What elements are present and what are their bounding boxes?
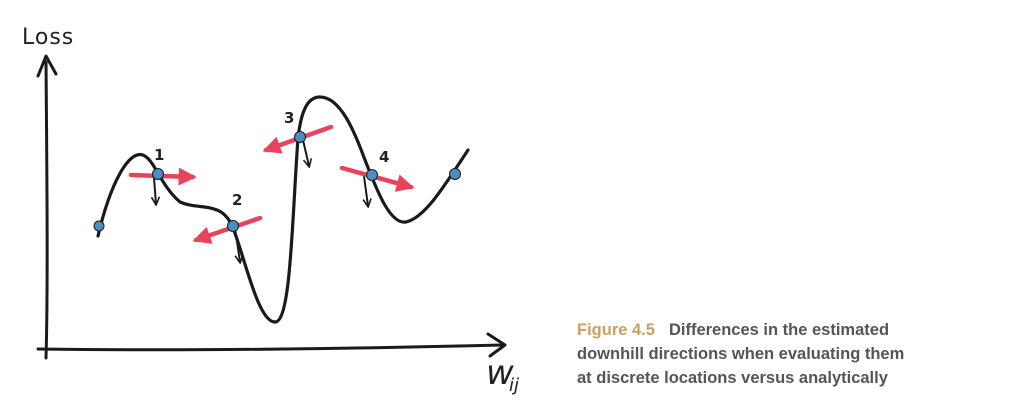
evaluation-points bbox=[93, 131, 461, 232]
gradient-arrows bbox=[154, 139, 368, 262]
start-point bbox=[93, 220, 105, 232]
y-axis bbox=[44, 60, 49, 360]
gradient-arrow-3 bbox=[302, 139, 309, 166]
gradient-arrow-2 bbox=[234, 227, 240, 262]
gradient-arrow-1 bbox=[154, 177, 156, 204]
loss-curve bbox=[96, 95, 470, 324]
caption-line-2: downhill directions when evaluating them bbox=[577, 345, 905, 363]
point-4-label: 4 bbox=[379, 148, 389, 166]
loss-curve-diagram: Loss w ij 1 2 3 4 bbox=[22, 25, 519, 396]
gradient-arrow-4 bbox=[364, 175, 368, 206]
point-2-label: 2 bbox=[232, 191, 242, 209]
x-axis-symbol: w bbox=[486, 353, 514, 393]
point-1-label: 1 bbox=[154, 146, 164, 164]
point-1-dot bbox=[152, 168, 164, 180]
estimate-arrows bbox=[128, 124, 415, 244]
point-2-dot bbox=[227, 220, 239, 232]
y-axis-label: Loss bbox=[22, 25, 74, 50]
figure-number: Figure 4.5 bbox=[577, 321, 655, 339]
point-3-label: 3 bbox=[284, 109, 294, 127]
end-point bbox=[449, 168, 461, 180]
y-axis-arrowhead bbox=[36, 54, 58, 78]
figure-caption: Figure 4.5 Differences in the estimated d… bbox=[577, 318, 997, 390]
caption-line-1: Figure 4.5 Differences in the estimated bbox=[577, 318, 997, 342]
x-axis bbox=[36, 343, 504, 352]
x-axis-subscript: ij bbox=[509, 375, 519, 396]
point-4-dot bbox=[366, 169, 378, 181]
caption-line-3: at discrete locations versus analyticall… bbox=[577, 369, 888, 387]
caption-text-1: Differences in the estimated bbox=[668, 321, 890, 339]
x-axis-arrowhead bbox=[486, 332, 507, 358]
point-3-dot bbox=[294, 131, 306, 143]
